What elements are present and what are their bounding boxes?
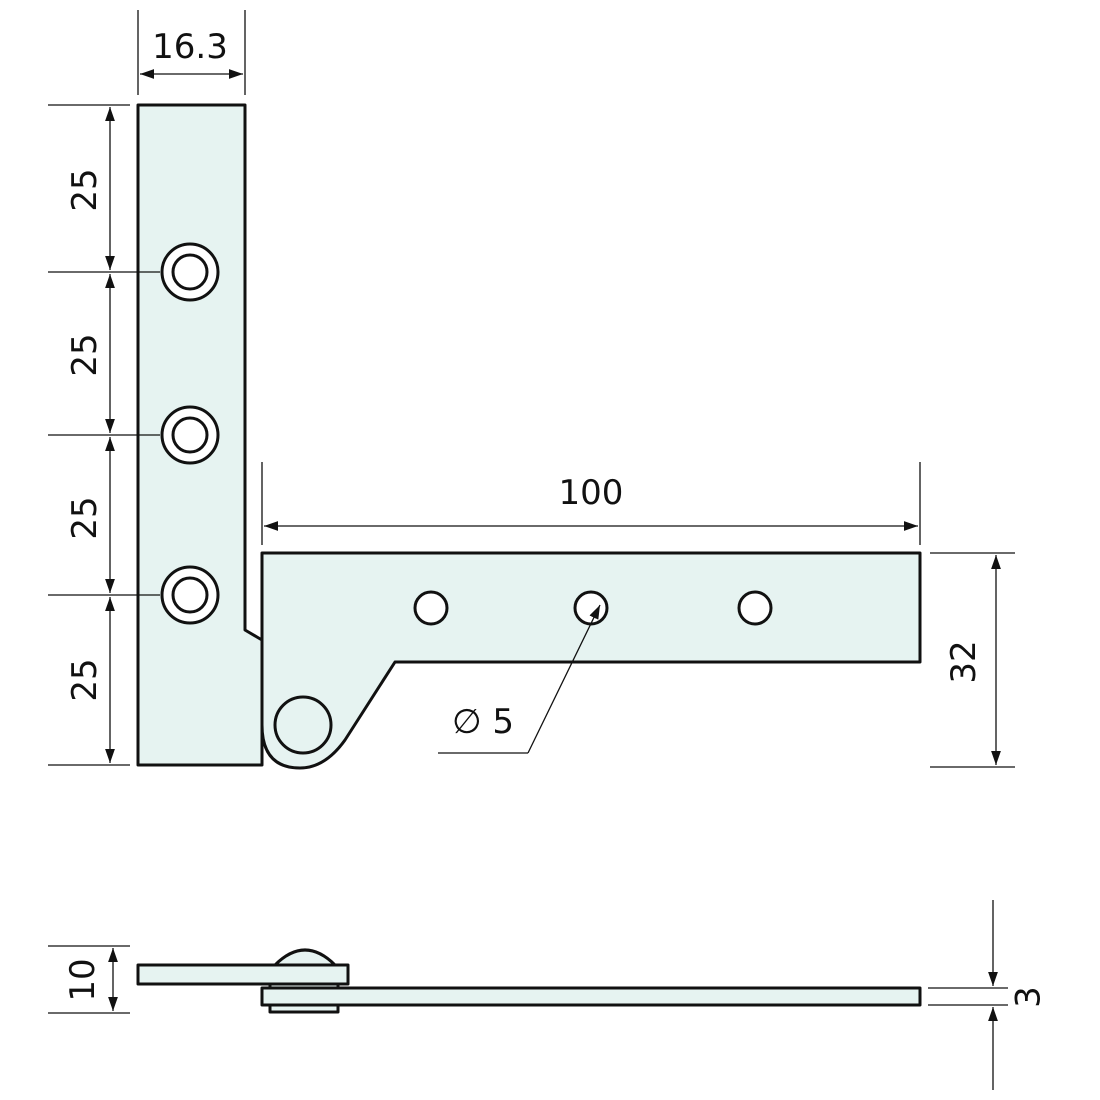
svg-text:16.3: 16.3	[152, 27, 228, 67]
dim-hole-spacing: 25 25 25 25	[48, 104, 160, 766]
dim-side-height: 10	[48, 945, 130, 1014]
mounting-holes	[413, 590, 773, 626]
dim-thickness: 3	[928, 900, 1049, 1090]
dim-length: 100	[261, 462, 921, 545]
svg-text:32: 32	[944, 640, 984, 683]
svg-text:∅ 5: ∅ 5	[452, 702, 514, 742]
svg-text:25: 25	[65, 658, 105, 701]
dim-hole-diameter: ∅ 5	[438, 604, 601, 754]
svg-text:10: 10	[63, 958, 103, 1001]
svg-text:100: 100	[559, 473, 624, 513]
horizontal-leaf	[260, 551, 922, 770]
countersunk-holes	[160, 242, 220, 625]
pivot-pin	[273, 695, 333, 755]
svg-text:25: 25	[65, 333, 105, 376]
side-view	[136, 948, 922, 1014]
svg-text:25: 25	[65, 496, 105, 539]
dim-width-top: 16.3	[137, 10, 246, 95]
svg-text:3: 3	[1009, 986, 1049, 1008]
svg-text:25: 25	[65, 168, 105, 211]
dim-height: 32	[930, 552, 1015, 768]
